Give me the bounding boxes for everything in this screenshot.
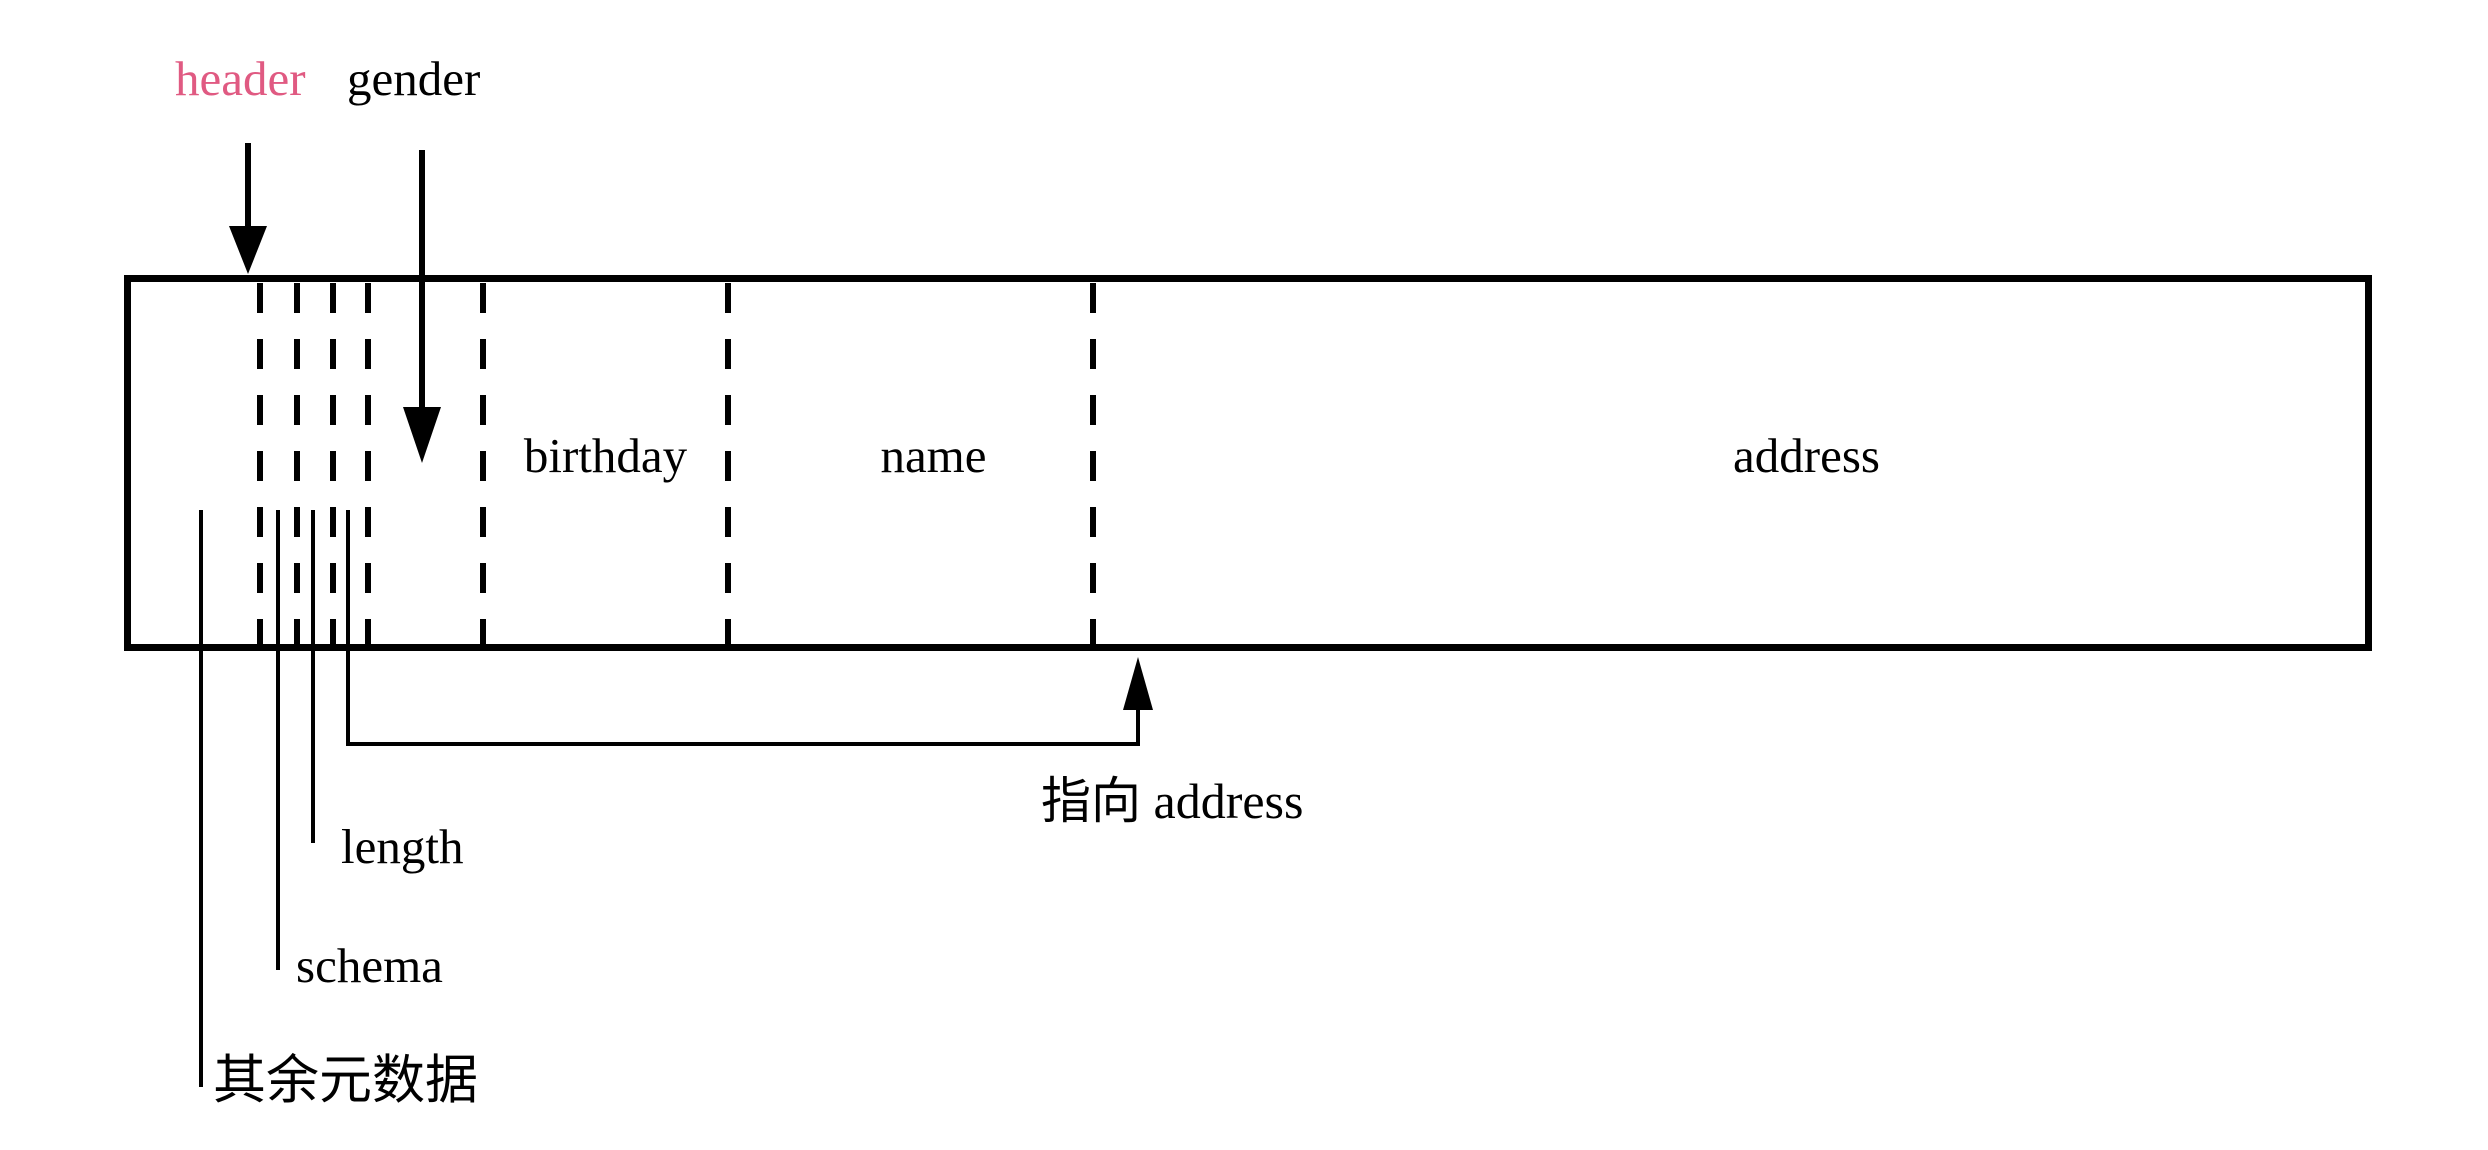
field-label-address: address: [1733, 428, 1880, 483]
gender-arrowhead: [403, 407, 441, 463]
header-label: header: [175, 51, 306, 106]
header-arrowhead: [229, 226, 267, 274]
other-metadata-callout-label: 其余元数据: [213, 1052, 478, 1110]
points-to-address-callout-label: 指向 address: [1041, 773, 1304, 829]
address-pointer-line: [346, 510, 1140, 746]
record-box: [124, 275, 2372, 651]
schema-callout-label: schema: [296, 938, 443, 993]
field-label-birthday: birthday: [523, 428, 688, 483]
field-label-name: name: [880, 428, 987, 483]
gender-label: gender: [347, 51, 481, 106]
address-pointer-arrowhead: [1123, 657, 1153, 710]
length-callout-label: length: [341, 819, 464, 874]
